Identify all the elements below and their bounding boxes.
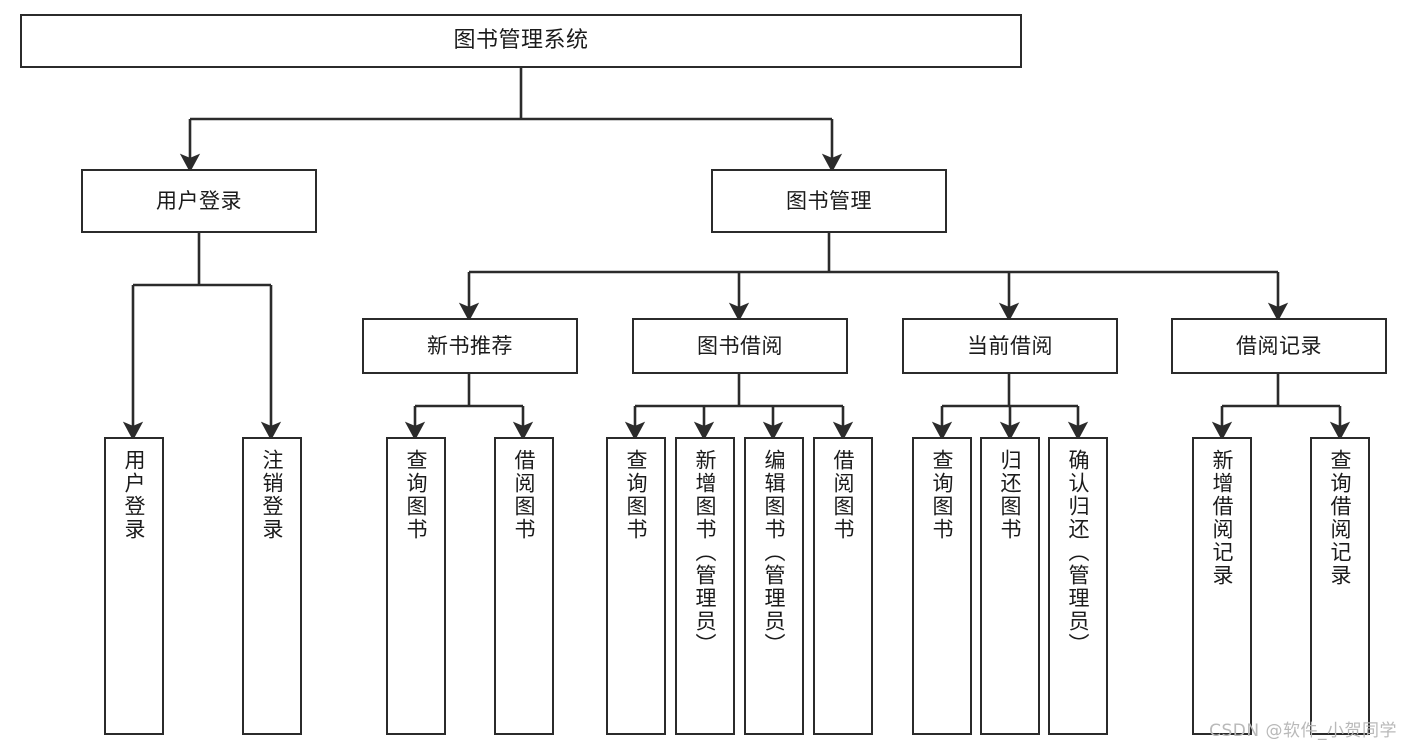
node-current-borrow-label: 当前借阅 [967,333,1053,358]
node-new-book-recommend-label: 新书推荐 [427,333,513,358]
node-borrow-record[interactable]: 借阅记录 [1171,318,1387,374]
leaf-return-book[interactable]: 归还图书 [980,437,1040,735]
leaf-query-book-borrow-label: 查询图书 [624,449,649,541]
leaf-user-login-label: 用户登录 [122,449,147,541]
node-user-login[interactable]: 用户登录 [81,169,317,233]
leaf-logout-login-label: 注销登录 [260,449,285,541]
watermark-text: CSDN @软件_小贺同学 [1209,721,1397,741]
leaf-query-book-current[interactable]: 查询图书 [912,437,972,735]
leaf-query-book-current-label: 查询图书 [930,449,955,541]
node-book-borrow-label: 图书借阅 [697,333,783,358]
leaf-borrow-book-borrow[interactable]: 借阅图书 [813,437,873,735]
leaf-query-borrow-record-label: 查询借阅记录 [1328,449,1353,587]
node-new-book-recommend[interactable]: 新书推荐 [362,318,578,374]
leaf-add-book-admin-label: 新增图书（管理员） [693,449,718,656]
leaf-borrow-book-new-rec-label: 借阅图书 [512,449,537,541]
leaf-logout-login[interactable]: 注销登录 [242,437,302,735]
leaf-query-book-new-rec[interactable]: 查询图书 [386,437,446,735]
leaf-add-borrow-record-label: 新增借阅记录 [1210,449,1235,587]
node-book-manage-label: 图书管理 [786,188,872,213]
node-book-manage[interactable]: 图书管理 [711,169,947,233]
leaf-confirm-return-admin-label: 确认归还（管理员） [1066,449,1091,656]
leaf-confirm-return-admin[interactable]: 确认归还（管理员） [1048,437,1108,735]
leaf-borrow-book-borrow-label: 借阅图书 [831,449,856,541]
leaf-user-login[interactable]: 用户登录 [104,437,164,735]
leaf-query-borrow-record[interactable]: 查询借阅记录 [1310,437,1370,735]
leaf-add-borrow-record[interactable]: 新增借阅记录 [1192,437,1252,735]
leaf-query-book-new-rec-label: 查询图书 [404,449,429,541]
leaf-edit-book-admin-label: 编辑图书（管理员） [762,449,787,656]
node-current-borrow[interactable]: 当前借阅 [902,318,1118,374]
leaf-borrow-book-new-rec[interactable]: 借阅图书 [494,437,554,735]
node-borrow-record-label: 借阅记录 [1236,333,1322,358]
leaf-edit-book-admin[interactable]: 编辑图书（管理员） [744,437,804,735]
node-root-system[interactable]: 图书管理系统 [20,14,1022,68]
node-book-borrow[interactable]: 图书借阅 [632,318,848,374]
leaf-add-book-admin[interactable]: 新增图书（管理员） [675,437,735,735]
node-user-login-label: 用户登录 [156,188,242,213]
leaf-query-book-borrow[interactable]: 查询图书 [606,437,666,735]
node-root-system-label: 图书管理系统 [453,27,589,53]
leaf-return-book-label: 归还图书 [998,449,1023,541]
